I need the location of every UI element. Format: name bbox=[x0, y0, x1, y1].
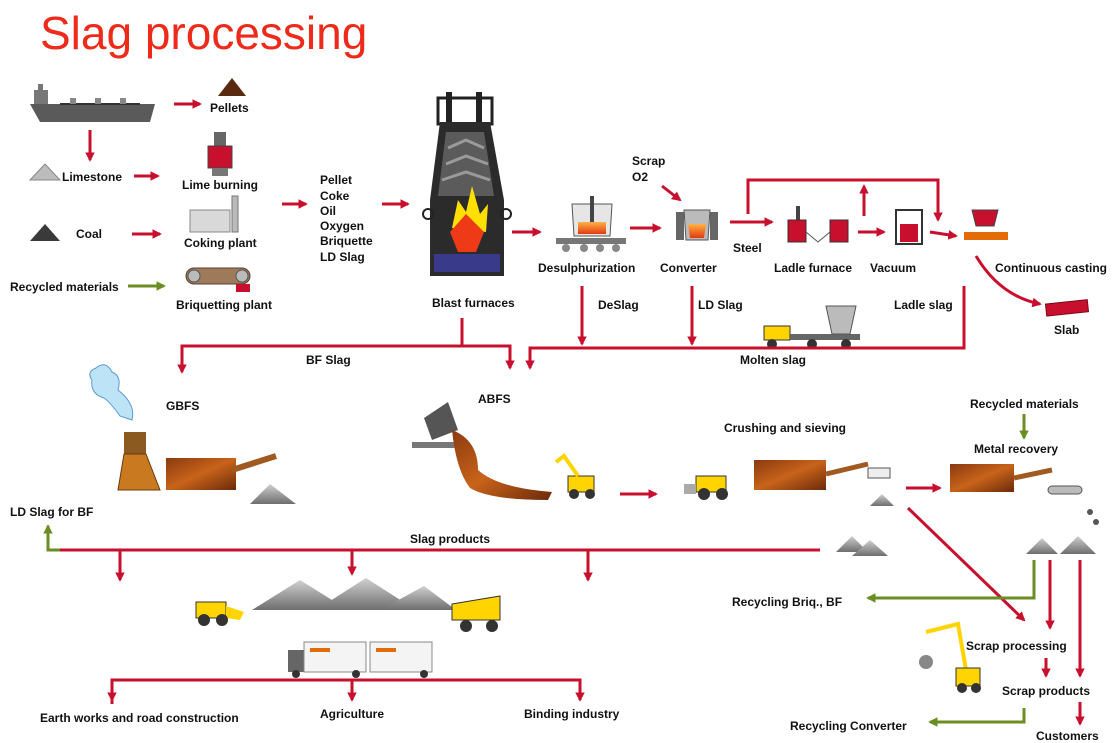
label-ld-slag: LD Slag bbox=[698, 298, 743, 312]
label-recycled-materials-left: Recycled materials bbox=[10, 280, 119, 294]
label-crushing-sieving: Crushing and sieving bbox=[724, 421, 846, 435]
label-o2: O2 bbox=[632, 170, 648, 184]
dump-truck-icon bbox=[451, 595, 501, 632]
label-recycling-converter: Recycling Converter bbox=[790, 719, 907, 733]
converter-icon bbox=[676, 209, 718, 241]
arrow-vacuum-casting bbox=[929, 230, 958, 240]
label-agriculture: Agriculture bbox=[320, 707, 384, 721]
label-bf-slag: BF Slag bbox=[306, 353, 351, 367]
label-input-0: Pellet bbox=[320, 173, 352, 187]
ladle-furnace-icon bbox=[787, 206, 849, 243]
crane-icon bbox=[919, 621, 981, 693]
page-title: Slag processing bbox=[40, 7, 368, 59]
wheel-loader-icon bbox=[195, 601, 244, 626]
arrow-casting-slab bbox=[974, 255, 1042, 308]
label-abfs: ABFS bbox=[478, 392, 511, 406]
label-molten-slag: Molten slag bbox=[740, 353, 806, 367]
aggregate-piles-icon bbox=[252, 578, 456, 610]
slag-piles-icon bbox=[836, 536, 888, 556]
label-steel: Steel bbox=[733, 241, 762, 255]
arrow-ldslag-forbf bbox=[43, 524, 60, 552]
flow-arrows bbox=[60, 99, 1085, 726]
lime-kiln-icon bbox=[207, 132, 233, 176]
arrow-dist-bar bbox=[110, 678, 585, 704]
metal-recovery-icon bbox=[950, 464, 1099, 525]
briquetting-plant-icon bbox=[185, 267, 251, 292]
loader-icon bbox=[684, 475, 728, 500]
arrow-crush-scrap bbox=[906, 506, 1026, 622]
excavator-icon bbox=[554, 453, 595, 499]
continuous-casting-icon bbox=[964, 209, 1008, 240]
label-slag-products: Slag products bbox=[410, 532, 490, 546]
label-briquetting-plant: Briquetting plant bbox=[176, 298, 272, 312]
arrow-recycling-briq bbox=[866, 560, 1036, 603]
label-continuous-casting: Continuous casting bbox=[995, 261, 1107, 275]
label-scrap: Scrap bbox=[632, 154, 665, 168]
label-vacuum: Vacuum bbox=[870, 261, 916, 275]
slag-pouring-icon bbox=[412, 402, 552, 500]
label-earth-works: Earth works and road construction bbox=[40, 711, 239, 725]
vacuum-icon bbox=[895, 209, 923, 245]
arrow-recycling-converter bbox=[928, 708, 1026, 727]
slab-icon bbox=[1044, 299, 1090, 317]
steam-icon bbox=[89, 364, 134, 421]
label-metal-recovery: Metal recovery bbox=[974, 442, 1058, 456]
arrow-bf-slag bbox=[177, 318, 464, 374]
ship-icon bbox=[30, 84, 155, 122]
label-blast-furnaces: Blast furnaces bbox=[432, 296, 515, 310]
label-binding-industry: Binding industry bbox=[524, 707, 620, 721]
arrow-scrap-converter bbox=[661, 184, 682, 202]
label-coal: Coal bbox=[76, 227, 102, 241]
pellets-icon bbox=[218, 78, 246, 96]
label-ladle-furnace: Ladle furnace bbox=[774, 261, 852, 275]
label-deslag: DeSlag bbox=[598, 298, 639, 312]
crusher-icon bbox=[754, 460, 894, 506]
olive-arrows bbox=[43, 281, 1036, 727]
label-ladle-slag: Ladle slag bbox=[894, 298, 953, 312]
label-lime-burning: Lime burning bbox=[182, 178, 258, 192]
label-input-5: LD Slag bbox=[320, 250, 365, 264]
label-scrap-processing: Scrap processing bbox=[966, 639, 1067, 653]
product-piles-icon bbox=[1026, 536, 1096, 554]
label-input-3: Oxygen bbox=[320, 219, 364, 233]
label-pellets: Pellets bbox=[210, 101, 249, 115]
label-converter: Converter bbox=[660, 261, 717, 275]
label-input-2: Oil bbox=[320, 204, 336, 218]
arrow-ladle-slag bbox=[525, 286, 966, 370]
label-customers: Customers bbox=[1036, 729, 1099, 743]
coking-plant-icon bbox=[189, 195, 239, 233]
label-desulphurization: Desulphurization bbox=[538, 261, 635, 275]
label-input-1: Coke bbox=[320, 189, 350, 203]
arrow-bf-slag-abfs bbox=[462, 344, 515, 370]
truck-icon bbox=[288, 641, 433, 678]
label-coking-plant: Coking plant bbox=[184, 236, 257, 250]
label-scrap-products: Scrap products bbox=[1002, 684, 1090, 698]
label-ld-slag-for-bf: LD Slag for BF bbox=[10, 505, 93, 519]
desulphurization-icon bbox=[556, 196, 626, 252]
label-slab: Slab bbox=[1054, 323, 1079, 337]
label-recycling-briq-bf: Recycling Briq., BF bbox=[732, 595, 842, 609]
granulation-plant-icon bbox=[117, 432, 296, 504]
label-gbfs: GBFS bbox=[166, 399, 199, 413]
ladle-car-icon bbox=[763, 305, 860, 349]
blast-furnace-icon bbox=[422, 92, 512, 276]
arrow-bypass bbox=[746, 178, 943, 222]
coal-icon bbox=[30, 224, 60, 241]
label-input-4: Briquette bbox=[320, 234, 373, 248]
limestone-icon bbox=[28, 163, 62, 181]
label-recycled-materials-right: Recycled materials bbox=[970, 397, 1079, 411]
label-limestone: Limestone bbox=[62, 170, 122, 184]
